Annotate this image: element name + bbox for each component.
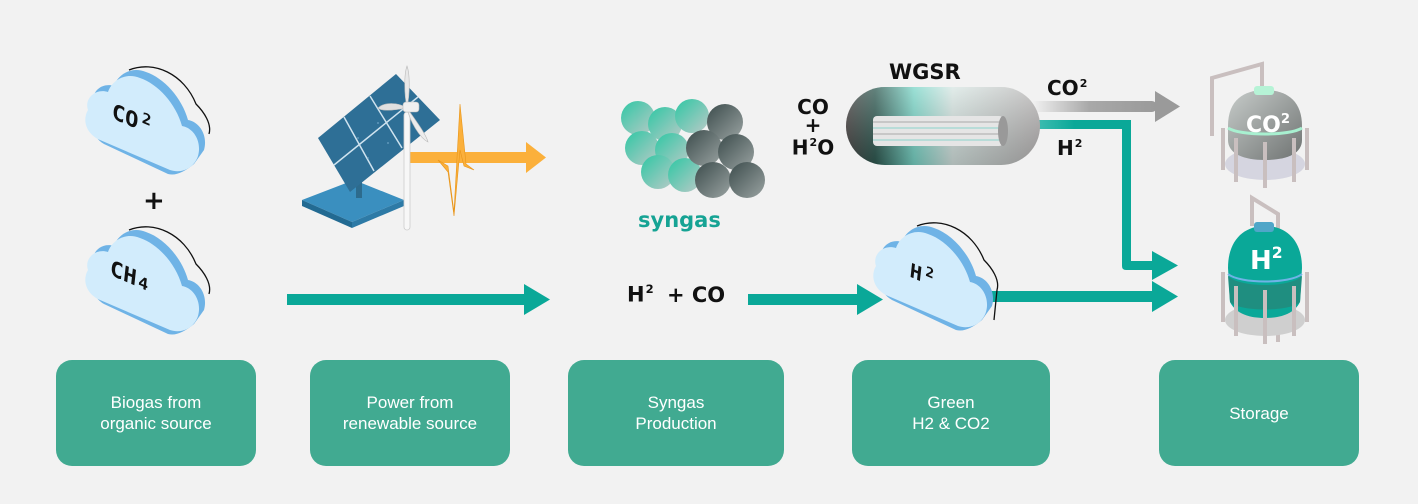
co2-sup: 2 <box>141 108 153 131</box>
wgsr-reactor-icon <box>846 87 1040 165</box>
h2-storage-tank-icon <box>1221 194 1309 344</box>
h2-tank-label: H2 <box>1250 244 1283 276</box>
syngas-h: H <box>627 282 645 307</box>
stage-biogas-line2: organic source <box>100 414 212 433</box>
cloud-co2-icon <box>85 66 211 175</box>
syngas-h-sup: 2 <box>645 282 654 296</box>
stage-green-h2-co2: Green H2 & CO2 <box>852 360 1050 466</box>
wgsr-co2-output-label: CO2 <box>1047 76 1087 100</box>
co2-storage-tank-icon <box>1210 61 1309 188</box>
h2o-h: H <box>791 135 809 160</box>
wgsr-h2-output-label: H2 <box>1057 136 1082 160</box>
arrow-syngas-to-green <box>748 284 883 315</box>
stage-syngas-line1: Syngas <box>647 393 705 412</box>
co2-out-sup: 2 <box>1079 76 1088 90</box>
arrow-wgsr-co2-to-storage <box>1022 91 1180 122</box>
plus-sign: + <box>143 186 165 216</box>
syngas-label: syngas <box>638 208 721 232</box>
arrow-biogas-to-syngas <box>287 284 550 315</box>
h2o-o: O <box>817 135 835 160</box>
power-pulse-icon <box>437 103 475 217</box>
syngas-rest: + CO <box>666 282 726 307</box>
stage-syngas-line2: Production <box>635 414 717 433</box>
stage-storage-line1: Storage <box>1229 403 1289 423</box>
stage-biogas: Biogas from organic source <box>56 360 256 466</box>
cloud-ch4-icon <box>85 226 211 335</box>
co2-tank-base: CO <box>1246 113 1281 139</box>
ch4-sub: 4 <box>137 272 150 295</box>
h2o-sup: 2 <box>809 136 818 149</box>
stage-biogas-line1: Biogas from <box>110 393 202 412</box>
h2-tank-sup: 2 <box>1271 244 1283 262</box>
green-h: H <box>908 258 924 287</box>
cloud-h2-icon <box>873 222 999 331</box>
stage-power-line2: renewable source <box>342 414 478 433</box>
h2-out-sup: 2 <box>1074 136 1083 150</box>
syngas-molecules-icon <box>621 99 765 198</box>
co2-tank-label: CO2 <box>1246 112 1290 138</box>
h2-tank-base: H <box>1250 245 1272 276</box>
co2-tank-sup: 2 <box>1280 112 1291 127</box>
h2-out-base: H <box>1057 136 1074 160</box>
stage-power: Power from renewable source <box>310 360 510 466</box>
stage-green-line1: Green <box>927 393 975 412</box>
wind-turbine-icon <box>377 65 429 231</box>
wgsr-title: WGSR <box>889 60 961 84</box>
wgsr-input-h2o: H2O <box>790 134 836 160</box>
co2-out-base: CO <box>1047 76 1079 100</box>
wgsr-input-plus: + <box>804 113 822 137</box>
stage-storage: Storage <box>1159 360 1359 466</box>
syngas-formula: H2 + CO <box>627 282 725 307</box>
stage-green-line2: H2 & CO2 <box>912 414 990 433</box>
arrow-wgsr-h2-to-storage <box>990 120 1178 280</box>
wgsr-input-co: CO <box>797 95 829 119</box>
arrow-green-to-storage <box>990 281 1178 312</box>
wgsr-input: CO + H2O <box>790 95 836 160</box>
green-sup: 2 <box>924 263 935 283</box>
stage-power-line1: Power from <box>366 393 454 412</box>
arrow-power-to-syngas <box>408 142 546 173</box>
